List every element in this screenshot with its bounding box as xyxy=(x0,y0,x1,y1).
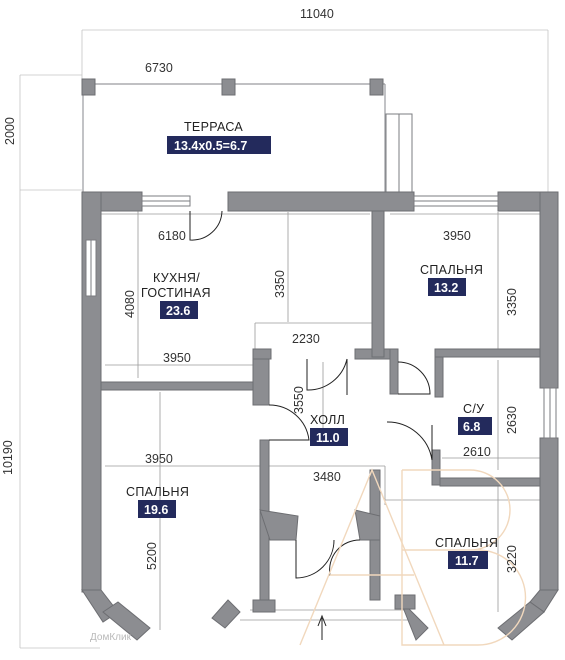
area-badge xyxy=(448,551,488,569)
dim-overall-depth: 10190 xyxy=(1,440,15,475)
area-badge xyxy=(428,278,466,296)
area-value: 13.4x0.5=6.7 xyxy=(174,139,247,153)
room-bedroom-se: СПАЛЬНЯ 11.7 xyxy=(435,536,498,569)
dim-hall-depth: 3550 xyxy=(292,386,306,414)
walls xyxy=(81,191,559,641)
dimension-lines xyxy=(19,29,549,649)
door-kitchen xyxy=(189,210,223,241)
dim-bedroom-ne-width: 3950 xyxy=(443,229,471,243)
area-badge xyxy=(458,417,492,435)
area-value: 23.6 xyxy=(166,304,190,318)
door-bedroom-ne xyxy=(397,361,431,395)
dim-mid-width: 3480 xyxy=(313,470,341,484)
area-badge xyxy=(310,428,348,446)
room-name-line1: КУХНЯ/ xyxy=(153,271,200,285)
area-value: 19.6 xyxy=(144,503,168,517)
terrace-post xyxy=(369,78,384,96)
dim-hall-width: 2230 xyxy=(292,332,320,346)
dim-bedroom-sw-depth: 5200 xyxy=(145,542,159,570)
room-name: С/У xyxy=(463,402,484,416)
watermark-logo xyxy=(299,468,527,646)
area-badge xyxy=(138,500,176,518)
dim-bath-width: 2610 xyxy=(463,445,491,459)
dim-overall-width: 11040 xyxy=(300,7,334,21)
dim-kitchen-bottom: 3950 xyxy=(163,351,191,365)
room-name: СПАЛЬНЯ xyxy=(435,536,498,550)
door-hall-top xyxy=(306,358,348,391)
dim-bath-depth: 2630 xyxy=(505,406,519,434)
dim-kitchen-inner: 3350 xyxy=(273,270,287,298)
dim-bedroom-sw-width: 3950 xyxy=(145,452,173,466)
dim-terrace-depth: 2000 xyxy=(3,117,17,145)
area-value: 11.0 xyxy=(316,431,340,445)
area-value: 13.2 xyxy=(434,281,458,295)
area-badge xyxy=(167,136,271,154)
area-value: 11.7 xyxy=(455,554,479,568)
entrance-arrow-icon xyxy=(317,614,327,640)
room-bathroom: С/У 6.8 xyxy=(458,402,492,435)
dimension-labels: 11040 6730 2000 10190 6180 4080 3350 395… xyxy=(1,7,519,573)
door-bedroom-sw xyxy=(268,404,310,441)
room-name-line2: ГОСТИНАЯ xyxy=(141,286,211,300)
room-hall: ХОЛЛ 11.0 xyxy=(310,413,348,446)
room-name: ТЕРРАСА xyxy=(184,120,243,134)
room-name: ХОЛЛ xyxy=(310,413,345,427)
room-kitchen: КУХНЯ/ ГОСТИНАЯ 23.6 xyxy=(141,271,211,319)
door-bathroom xyxy=(386,421,433,461)
room-terrace: ТЕРРАСА 13.4x0.5=6.7 xyxy=(167,120,271,154)
dim-terrace-width: 6730 xyxy=(145,61,173,75)
terrace-structure xyxy=(81,78,413,193)
dim-bedroom-ne-depth: 3350 xyxy=(505,288,519,316)
terrace-post xyxy=(221,78,236,96)
room-bedroom-ne: СПАЛЬНЯ 13.2 xyxy=(420,263,483,296)
area-badge xyxy=(160,301,198,319)
room-name: СПАЛЬНЯ xyxy=(126,485,189,499)
room-name: СПАЛЬНЯ xyxy=(420,263,483,277)
dim-kitchen-depth: 4080 xyxy=(123,290,137,318)
watermark-text: ДомКлик xyxy=(90,632,132,643)
dim-bedroom-se-depth: 3220 xyxy=(505,545,519,573)
door-entrance-left xyxy=(295,539,335,579)
terrace-post xyxy=(81,78,96,96)
windows xyxy=(85,195,557,439)
dim-kitchen-width: 6180 xyxy=(158,229,186,243)
area-value: 6.8 xyxy=(463,420,480,434)
room-bedroom-sw: СПАЛЬНЯ 19.6 xyxy=(126,485,189,518)
